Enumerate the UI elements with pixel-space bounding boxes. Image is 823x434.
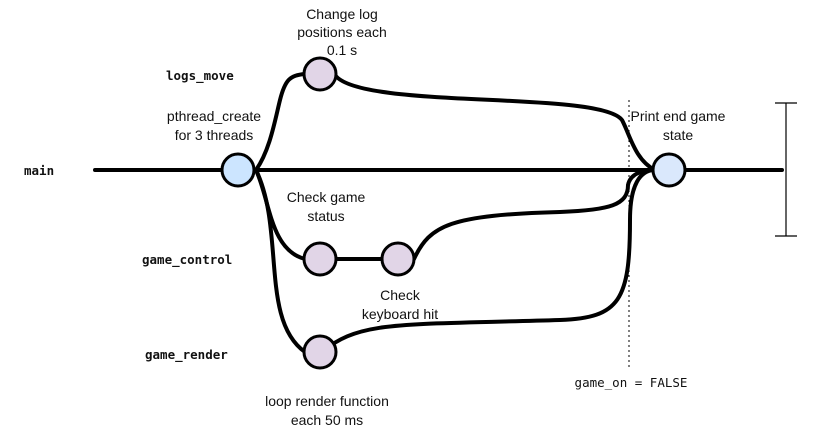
note-keyboard: Check keyboard hit <box>362 287 438 322</box>
main-start-node <box>220 152 256 188</box>
note-end: Print end game state <box>631 108 726 143</box>
main-end-node <box>651 152 687 188</box>
game-render-branch <box>254 168 307 354</box>
svg-text:loop render function: loop render function <box>265 393 389 409</box>
svg-text:keyboard hit: keyboard hit <box>362 306 438 322</box>
logs-move-branch <box>254 72 307 172</box>
label-logs-move: logs_move <box>166 68 234 84</box>
label-game-render: game_render <box>145 347 228 363</box>
game-render-node <box>302 334 338 370</box>
game-control-status-node <box>302 241 338 277</box>
end-bracket <box>775 102 797 237</box>
note-check-status: Check game status <box>287 189 366 224</box>
svg-text:Print end game: Print end game <box>631 108 726 124</box>
note-create: pthread_create for 3 threads <box>167 108 261 143</box>
svg-text:positions each: positions each <box>297 24 387 40</box>
svg-text:status: status <box>307 208 344 224</box>
label-main: main <box>24 163 54 178</box>
note-render: loop render function each 50 ms <box>265 393 389 428</box>
svg-text:Change log: Change log <box>306 6 378 22</box>
svg-text:state: state <box>663 127 694 143</box>
game-control-keyboard-node <box>380 241 416 277</box>
svg-text:each 50 ms: each 50 ms <box>291 412 363 428</box>
svg-text:0.1 s: 0.1 s <box>327 42 357 58</box>
svg-text:for 3 threads: for 3 threads <box>175 127 254 143</box>
condition-label: game_on = FALSE <box>575 375 688 390</box>
svg-text:Check game: Check game <box>287 189 366 205</box>
game-control-return <box>412 168 657 261</box>
note-logs-move: Change log positions each 0.1 s <box>297 6 387 58</box>
logs-move-return <box>333 73 657 172</box>
game-render-return <box>320 168 657 354</box>
logs-move-node <box>302 56 338 92</box>
svg-text:pthread_create: pthread_create <box>167 108 261 124</box>
svg-text:Check: Check <box>380 287 421 303</box>
label-game-control: game_control <box>142 252 232 268</box>
